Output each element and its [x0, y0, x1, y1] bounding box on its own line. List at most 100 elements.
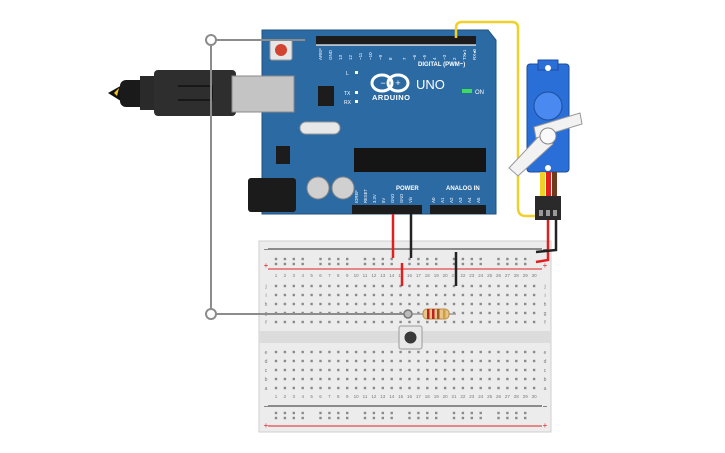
rail-hole[interactable]: [479, 262, 482, 266]
rail-hole[interactable]: [337, 262, 340, 266]
breadboard-hole[interactable]: [363, 320, 367, 324]
breadboard-hole[interactable]: [532, 320, 536, 324]
breadboard-hole[interactable]: [470, 350, 473, 354]
breadboard-hole[interactable]: [301, 377, 304, 381]
breadboard-hole[interactable]: [346, 359, 349, 363]
breadboard-hole[interactable]: [524, 302, 527, 306]
breadboard-hole[interactable]: [319, 386, 322, 390]
breadboard-hole[interactable]: [532, 350, 536, 354]
breadboard-hole[interactable]: [274, 284, 278, 288]
rail-hole[interactable]: [337, 416, 340, 420]
breadboard-hole[interactable]: [479, 293, 482, 297]
breadboard-hole[interactable]: [461, 320, 465, 324]
rail-hole[interactable]: [506, 416, 509, 420]
rail-hole[interactable]: [372, 262, 376, 266]
breadboard-hole[interactable]: [479, 368, 482, 372]
breadboard-hole[interactable]: [301, 302, 304, 306]
breadboard-hole[interactable]: [452, 311, 456, 315]
rail-hole[interactable]: [337, 411, 340, 415]
breadboard-hole[interactable]: [488, 368, 491, 372]
rail-hole[interactable]: [506, 257, 509, 261]
rail-hole[interactable]: [515, 262, 518, 266]
rail-hole[interactable]: [515, 257, 518, 261]
wire-yellow-signal[interactable]: [454, 20, 540, 218]
rail-hole[interactable]: [283, 416, 287, 420]
breadboard-hole[interactable]: [310, 302, 313, 306]
rail-hole[interactable]: [452, 416, 456, 420]
breadboard-hole[interactable]: [426, 284, 429, 288]
breadboard-hole[interactable]: [354, 320, 358, 324]
breadboard-hole[interactable]: [363, 368, 367, 372]
breadboard-hole[interactable]: [372, 359, 376, 363]
rail-hole[interactable]: [274, 257, 278, 261]
rail-hole[interactable]: [346, 262, 349, 266]
rail-hole[interactable]: [515, 411, 518, 415]
breadboard-hole[interactable]: [408, 350, 411, 354]
breadboard-hole[interactable]: [381, 359, 384, 363]
breadboard-hole[interactable]: [337, 377, 340, 381]
rail-hole[interactable]: [435, 411, 438, 415]
breadboard-hole[interactable]: [497, 350, 500, 354]
breadboard-hole[interactable]: [417, 284, 420, 288]
breadboard-hole[interactable]: [524, 377, 527, 381]
breadboard-hole[interactable]: [390, 302, 393, 306]
breadboard-hole[interactable]: [532, 311, 536, 315]
rail-hole[interactable]: [408, 257, 411, 261]
breadboard-hole[interactable]: [506, 377, 509, 381]
breadboard-hole[interactable]: [363, 284, 367, 288]
breadboard-hole[interactable]: [532, 386, 536, 390]
rail-hole[interactable]: [461, 416, 465, 420]
breadboard-hole[interactable]: [292, 293, 295, 297]
breadboard-hole[interactable]: [346, 320, 349, 324]
breadboard-hole[interactable]: [515, 368, 518, 372]
breadboard-hole[interactable]: [461, 284, 465, 288]
rail-hole[interactable]: [283, 262, 287, 266]
breadboard-hole[interactable]: [346, 284, 349, 288]
breadboard-hole[interactable]: [292, 320, 295, 324]
rail-hole[interactable]: [479, 257, 482, 261]
breadboard-hole[interactable]: [274, 350, 278, 354]
breadboard-hole[interactable]: [461, 359, 465, 363]
breadboard-hole[interactable]: [390, 368, 393, 372]
rail-hole[interactable]: [381, 411, 384, 415]
breadboard-hole[interactable]: [461, 350, 465, 354]
breadboard-hole[interactable]: [390, 359, 393, 363]
breadboard-hole[interactable]: [408, 320, 411, 324]
breadboard-hole[interactable]: [274, 368, 278, 372]
breadboard-hole[interactable]: [346, 386, 349, 390]
rail-hole[interactable]: [497, 416, 500, 420]
breadboard-hole[interactable]: [301, 359, 304, 363]
breadboard-hole[interactable]: [488, 302, 491, 306]
rail-hole[interactable]: [292, 411, 295, 415]
breadboard-hole[interactable]: [532, 368, 536, 372]
breadboard-hole[interactable]: [363, 386, 367, 390]
rail-hole[interactable]: [372, 257, 376, 261]
rail-hole[interactable]: [363, 262, 367, 266]
rail-hole[interactable]: [328, 262, 331, 266]
breadboard-hole[interactable]: [301, 320, 304, 324]
breadboard-hole[interactable]: [372, 284, 376, 288]
breadboard-hole[interactable]: [408, 377, 411, 381]
rail-hole[interactable]: [417, 262, 420, 266]
breadboard-hole[interactable]: [319, 350, 322, 354]
breadboard-hole[interactable]: [283, 377, 287, 381]
breadboard-hole[interactable]: [283, 284, 287, 288]
breadboard-hole[interactable]: [381, 284, 384, 288]
breadboard-hole[interactable]: [506, 350, 509, 354]
breadboard-hole[interactable]: [337, 284, 340, 288]
rail-hole[interactable]: [319, 416, 322, 420]
breadboard-hole[interactable]: [337, 350, 340, 354]
servo-horn[interactable]: [508, 133, 554, 177]
breadboard-hole[interactable]: [399, 293, 402, 297]
breadboard-hole[interactable]: [479, 386, 482, 390]
rail-hole[interactable]: [328, 411, 331, 415]
rail-hole[interactable]: [337, 257, 340, 261]
breadboard-hole[interactable]: [292, 284, 295, 288]
breadboard-hole[interactable]: [515, 284, 518, 288]
breadboard-hole[interactable]: [337, 386, 340, 390]
breadboard-hole[interactable]: [399, 284, 402, 288]
breadboard-hole[interactable]: [274, 377, 278, 381]
breadboard-hole[interactable]: [417, 311, 420, 315]
breadboard-hole[interactable]: [506, 302, 509, 306]
breadboard-hole[interactable]: [443, 284, 447, 288]
